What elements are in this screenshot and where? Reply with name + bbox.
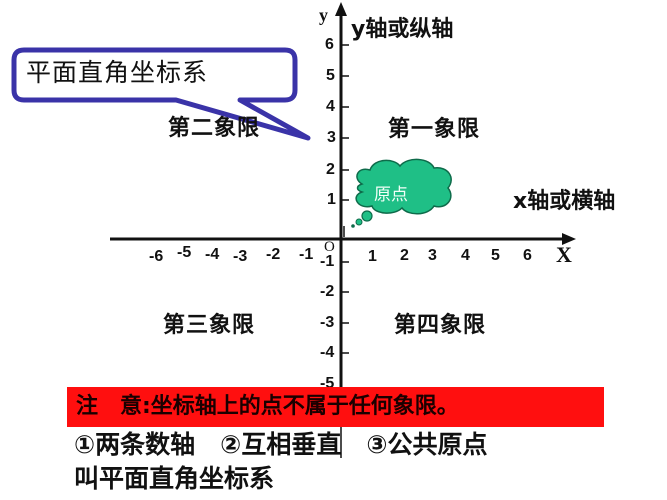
x-tick-label: -1 bbox=[299, 246, 314, 263]
origin-label: O bbox=[324, 239, 335, 255]
note-text: 注 意:坐标轴上的点不属于任何象限。 bbox=[76, 394, 459, 419]
y-tick-label: 5 bbox=[326, 67, 335, 84]
x-tick-label: -4 bbox=[205, 246, 220, 263]
y-axis-description: y轴或纵轴 bbox=[351, 17, 454, 42]
y-tick-label: 1 bbox=[327, 191, 336, 208]
y-axis bbox=[335, 2, 347, 458]
y-tick-label: 2 bbox=[326, 161, 335, 178]
y-axis-name: y bbox=[319, 5, 328, 25]
x-axis-name: X bbox=[556, 242, 572, 267]
callout-bubble bbox=[11, 47, 311, 141]
x-tick-label: 2 bbox=[400, 247, 409, 264]
x-tick-label: 1 bbox=[368, 248, 377, 265]
y-axis-ticks bbox=[341, 44, 349, 354]
x-tick-label: -6 bbox=[149, 248, 164, 265]
x-tick-label: -3 bbox=[233, 248, 248, 265]
x-tick-label: 5 bbox=[491, 247, 500, 264]
origin-cloud-label: 原点 bbox=[374, 185, 408, 205]
x-tick-label: 3 bbox=[428, 247, 437, 264]
y-tick-label: -3 bbox=[320, 314, 335, 331]
callout-label: 平面直角坐标系 bbox=[26, 58, 209, 87]
x-tick-label: -5 bbox=[177, 244, 192, 261]
definition-line-2: 叫平面直角坐标系 bbox=[74, 464, 275, 493]
y-tick-label: -2 bbox=[320, 283, 335, 300]
quadrant-third-label: 第三象限 bbox=[163, 313, 256, 338]
x-axis bbox=[110, 233, 576, 245]
y-tick-label: -1 bbox=[320, 253, 335, 270]
quadrant-second-label: 第二象限 bbox=[168, 116, 261, 141]
x-tick-label: 6 bbox=[523, 247, 532, 264]
y-tick-label: 3 bbox=[327, 129, 336, 146]
x-axis-description: x轴或横轴 bbox=[513, 189, 616, 214]
note-banner bbox=[67, 387, 604, 427]
x-tick-label: -2 bbox=[266, 246, 281, 263]
definition-line-1: ①两条数轴 ②互相垂直 ③公共原点 bbox=[74, 430, 488, 459]
quadrant-first-label: 第一象限 bbox=[388, 117, 481, 142]
origin-cloud bbox=[351, 158, 452, 228]
y-tick-label: 4 bbox=[326, 98, 335, 115]
x-tick-label: 4 bbox=[461, 247, 470, 264]
quadrant-fourth-label: 第四象限 bbox=[394, 313, 487, 338]
y-tick-label: 6 bbox=[325, 36, 334, 53]
y-tick-label: -4 bbox=[320, 344, 335, 361]
